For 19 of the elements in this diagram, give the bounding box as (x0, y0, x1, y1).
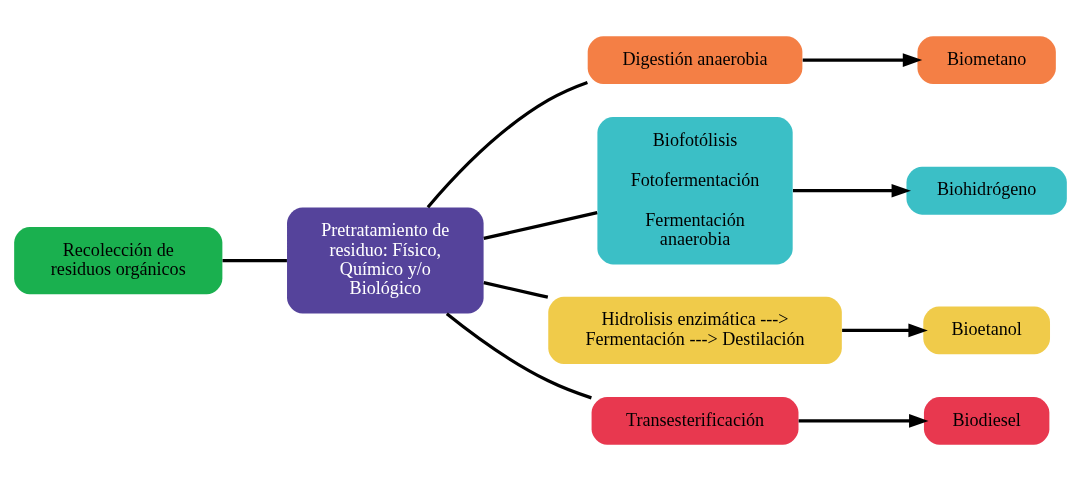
connector (222, 258, 287, 262)
node-box: Hidrolisis enzimática ---> Fermentación ---> Destilación (548, 296, 842, 364)
connector (426, 80, 588, 208)
node-box: Biofotólisis Fotofermentación Fermentación anaerobia (597, 116, 793, 264)
node-box: Transesterificación (591, 396, 799, 445)
node-box: Biodiesel (923, 396, 1050, 445)
node-box: Digestión anaerobia (587, 35, 803, 84)
arrow (798, 413, 929, 428)
connector (483, 280, 549, 299)
node-box: Recolección de residuos orgánicos (14, 226, 223, 294)
node-box: Biohidrógeno (906, 166, 1067, 215)
arrow (802, 52, 923, 67)
node-box: Bioetanol (923, 305, 1050, 354)
node-box: Biometano (917, 35, 1056, 84)
connector (445, 312, 592, 399)
node-box: Pretratamiento de residuo: Físico, Químico y/o Biológico (287, 207, 484, 314)
arrow (792, 183, 911, 197)
connector (483, 210, 598, 240)
arrow (842, 323, 928, 337)
